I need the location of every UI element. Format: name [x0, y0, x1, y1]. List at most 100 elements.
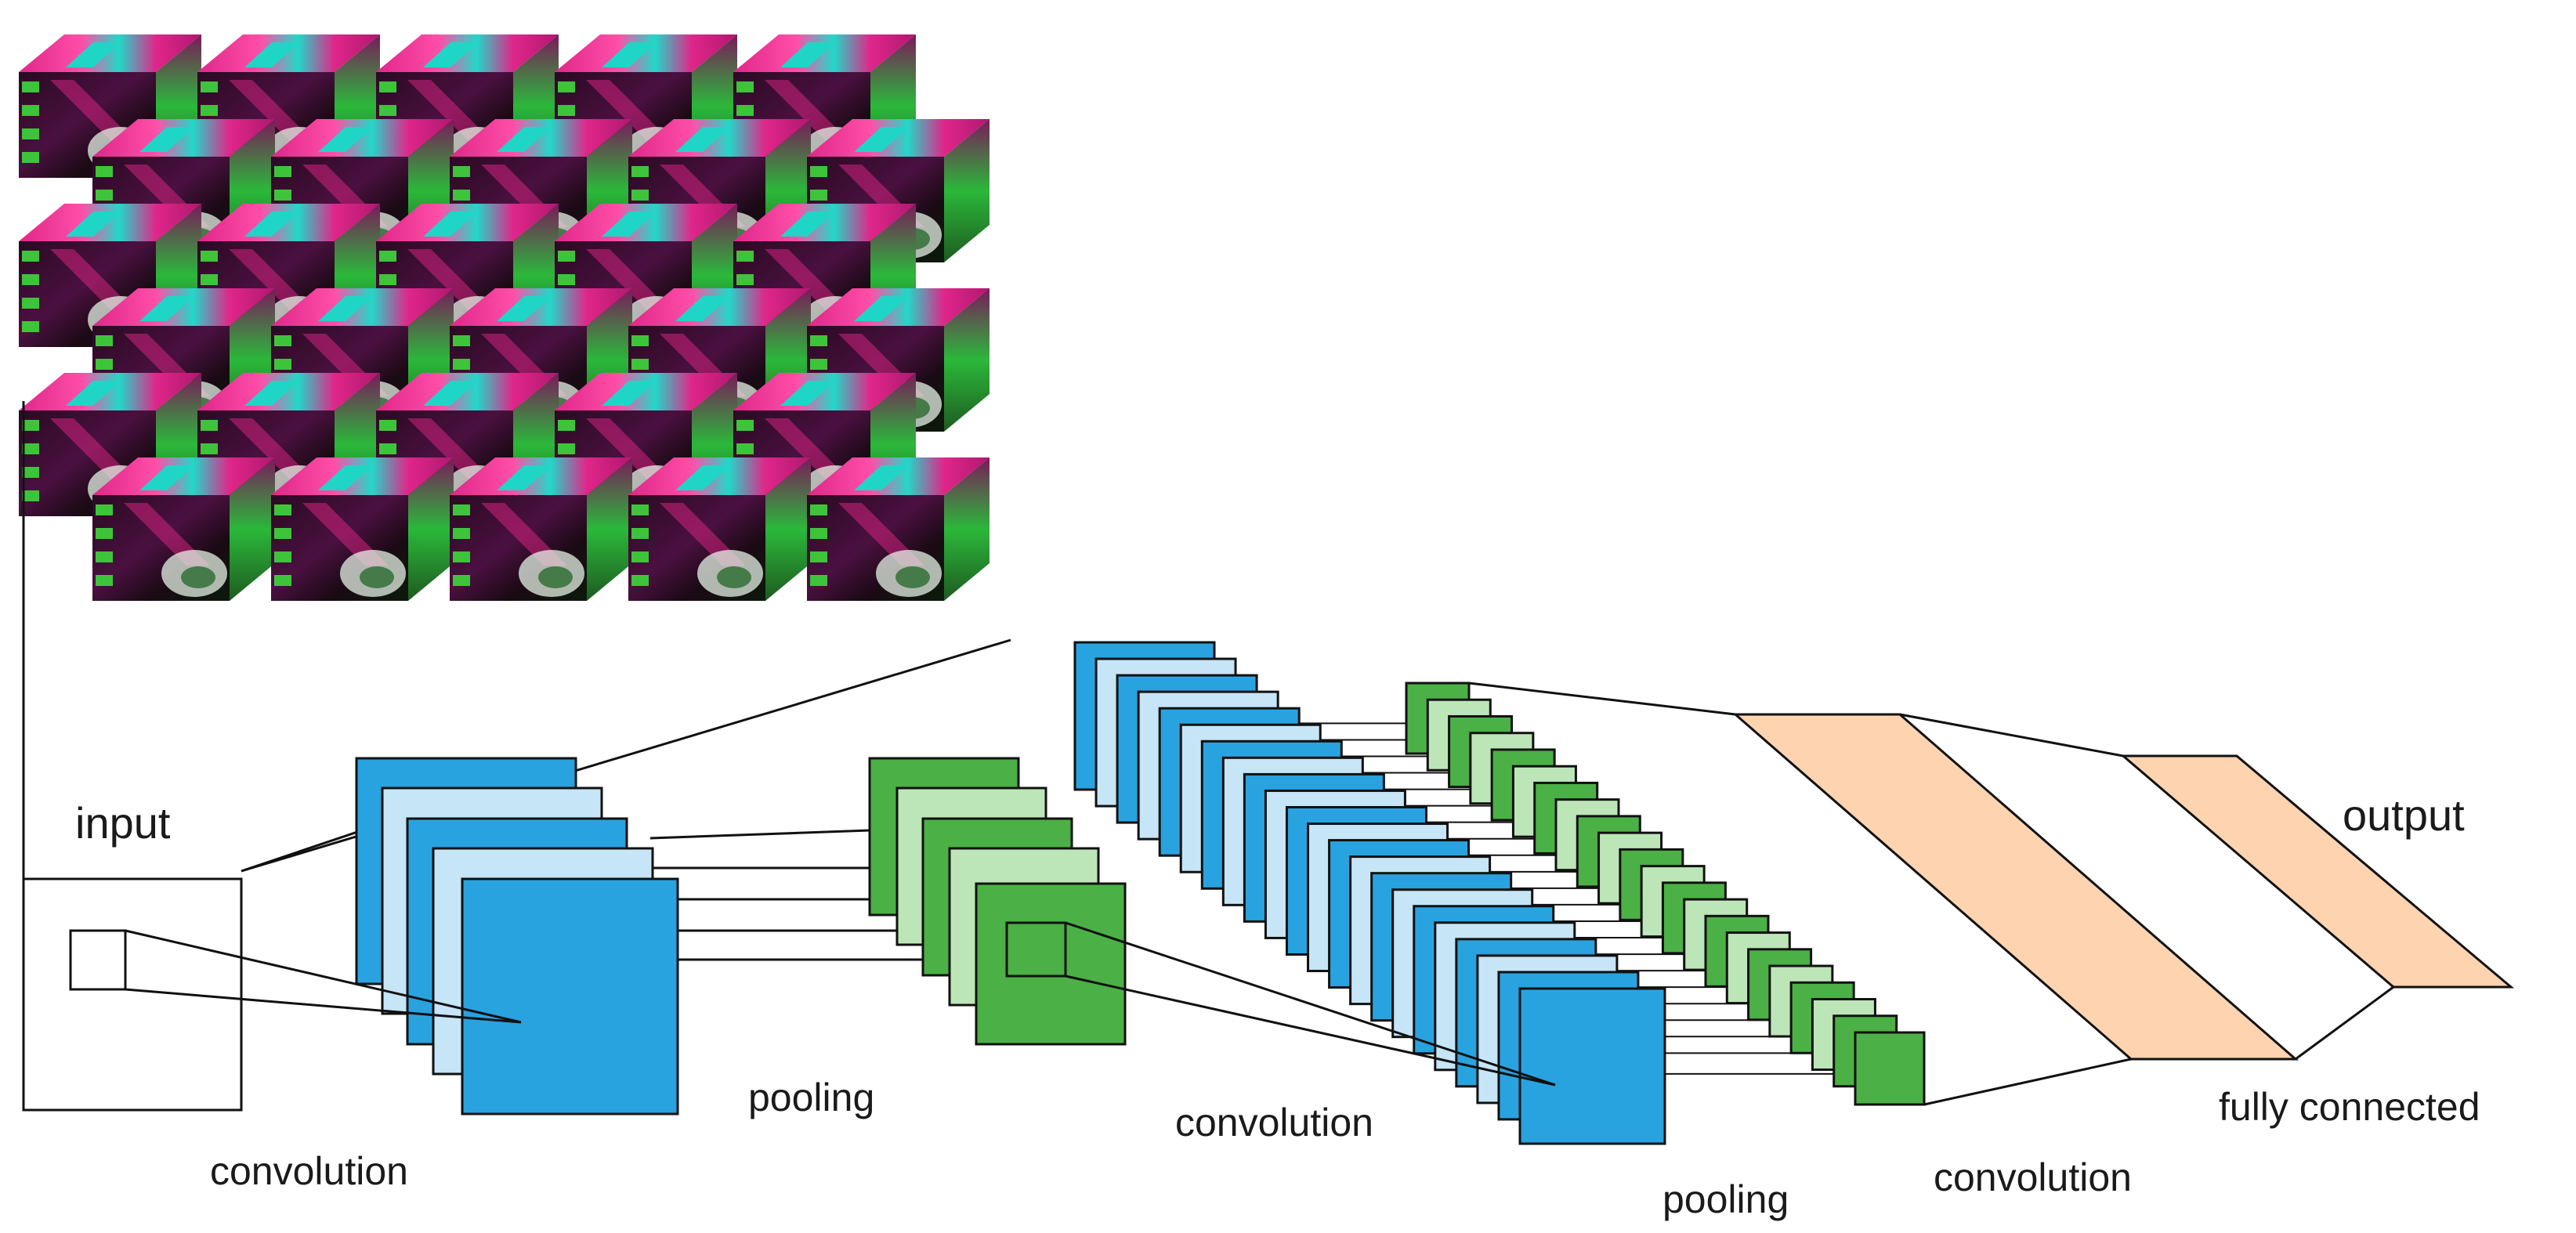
cube-stripe: [201, 251, 218, 262]
cube-side-face: [408, 457, 454, 601]
cube-stripe: [96, 575, 113, 586]
cube-stripe: [810, 190, 827, 201]
cube-streak: [586, 249, 672, 312]
cube-stripe: [96, 166, 113, 177]
cube-stripe: [201, 81, 218, 92]
cube-stripe: [379, 420, 396, 431]
input-image-cubes: [19, 34, 990, 601]
cube-stripe: [201, 443, 218, 454]
rf-line-input-to-conv1-top: [125, 929, 522, 1024]
cube-top-streak: [318, 465, 373, 490]
cube-top-streak: [423, 212, 478, 237]
cube-stripe: [96, 551, 113, 562]
cube-stripe: [274, 575, 291, 586]
cube-foliage-dark: [717, 566, 751, 588]
cube-top-face: [92, 457, 275, 495]
cube-top-face: [271, 457, 454, 495]
cube-foliage-dark: [360, 566, 394, 588]
input-cube: [807, 457, 990, 601]
cube-top-face: [555, 373, 737, 410]
rf-line-input-to-conv1-bottom: [125, 988, 522, 1024]
cube-top-face: [376, 373, 559, 410]
pool1-receptive-field: [1005, 921, 1067, 978]
cube-stripe: [379, 251, 396, 262]
cube-top-face: [376, 204, 559, 241]
cube-top-face: [271, 288, 454, 326]
cube-top-face: [19, 204, 201, 241]
cube-stripe: [736, 274, 754, 285]
cube-stripe: [810, 528, 827, 539]
cube-top-face: [628, 457, 811, 495]
cube-side-face: [944, 457, 990, 601]
conv1-feature-map: [461, 877, 679, 1115]
cube-stripe: [22, 467, 39, 478]
pool2-feature-map: [1854, 1031, 1926, 1106]
cube-stripe: [736, 81, 754, 92]
pool2-to-fc1-top-line: [1468, 682, 1736, 716]
cube-stripe: [631, 335, 649, 346]
cube-top-face: [555, 204, 737, 241]
cube-stripe: [96, 335, 113, 346]
cube-streak: [229, 249, 315, 312]
cube-stripe: [736, 251, 754, 262]
cube-top-streak: [602, 212, 657, 237]
cube-stripe: [22, 321, 39, 332]
cube-top-face: [19, 34, 201, 72]
cube-stripe: [453, 551, 470, 562]
pooling-2-label: pooling: [1662, 1177, 1789, 1221]
cube-stripe: [558, 81, 575, 92]
fully-connected-label: fully connected: [2219, 1085, 2480, 1129]
cube-top-streak: [780, 42, 835, 67]
conv2-feature-map: [1518, 987, 1666, 1145]
cube-streak: [481, 503, 567, 566]
cube-streak: [50, 418, 136, 481]
cube-top-face: [197, 204, 380, 241]
cube-streak: [407, 418, 494, 481]
cube-stripe: [201, 105, 218, 116]
cube-stripe: [631, 551, 649, 562]
cube-side-face: [944, 119, 990, 262]
cube-stripe: [274, 190, 291, 201]
cube-top-face: [628, 288, 811, 326]
cube-stripe: [810, 359, 827, 370]
cube-top-streak: [139, 296, 194, 321]
cube-side-face: [230, 457, 275, 601]
cube-top-streak: [66, 212, 121, 237]
cube-streak: [229, 80, 315, 143]
cube-top-streak: [497, 465, 552, 490]
cube-top-streak: [318, 127, 373, 152]
cube-stripe: [558, 274, 575, 285]
cube-streak: [124, 503, 210, 566]
cube-top-face: [807, 288, 990, 326]
input-cube: [271, 457, 454, 601]
cube-stripe: [274, 166, 291, 177]
input-cube: [450, 457, 632, 601]
cube-stripe: [736, 420, 754, 431]
cube-foliage-dark: [538, 566, 573, 588]
cube-stripe: [274, 528, 291, 539]
rf-line-pool1-to-conv2-bottom: [1065, 974, 1556, 1087]
cube-top-streak: [66, 381, 121, 406]
cube-stripe: [201, 420, 218, 431]
cube-stripe: [453, 575, 470, 586]
cube-top-face: [733, 34, 916, 72]
fc1-to-fc2-top-line: [1899, 713, 2124, 758]
cube-foliage-dark: [181, 566, 215, 588]
cube-top-face: [807, 457, 990, 495]
cube-stripe: [201, 274, 218, 285]
cube-stripe: [631, 528, 649, 539]
cube-top-streak: [66, 42, 121, 67]
cube-top-face: [92, 119, 275, 157]
cube-streak: [407, 80, 494, 143]
cube-stripe: [379, 274, 396, 285]
cube-stripe: [453, 335, 470, 346]
cube-stripe: [379, 443, 396, 454]
cube-top-face: [197, 34, 380, 72]
cube-top-face: [450, 288, 632, 326]
cube-top-face: [733, 204, 916, 241]
cube-stripe: [22, 251, 39, 262]
cube-top-streak: [139, 465, 194, 490]
cube-top-streak: [244, 381, 299, 406]
cube-side-face: [944, 288, 990, 432]
